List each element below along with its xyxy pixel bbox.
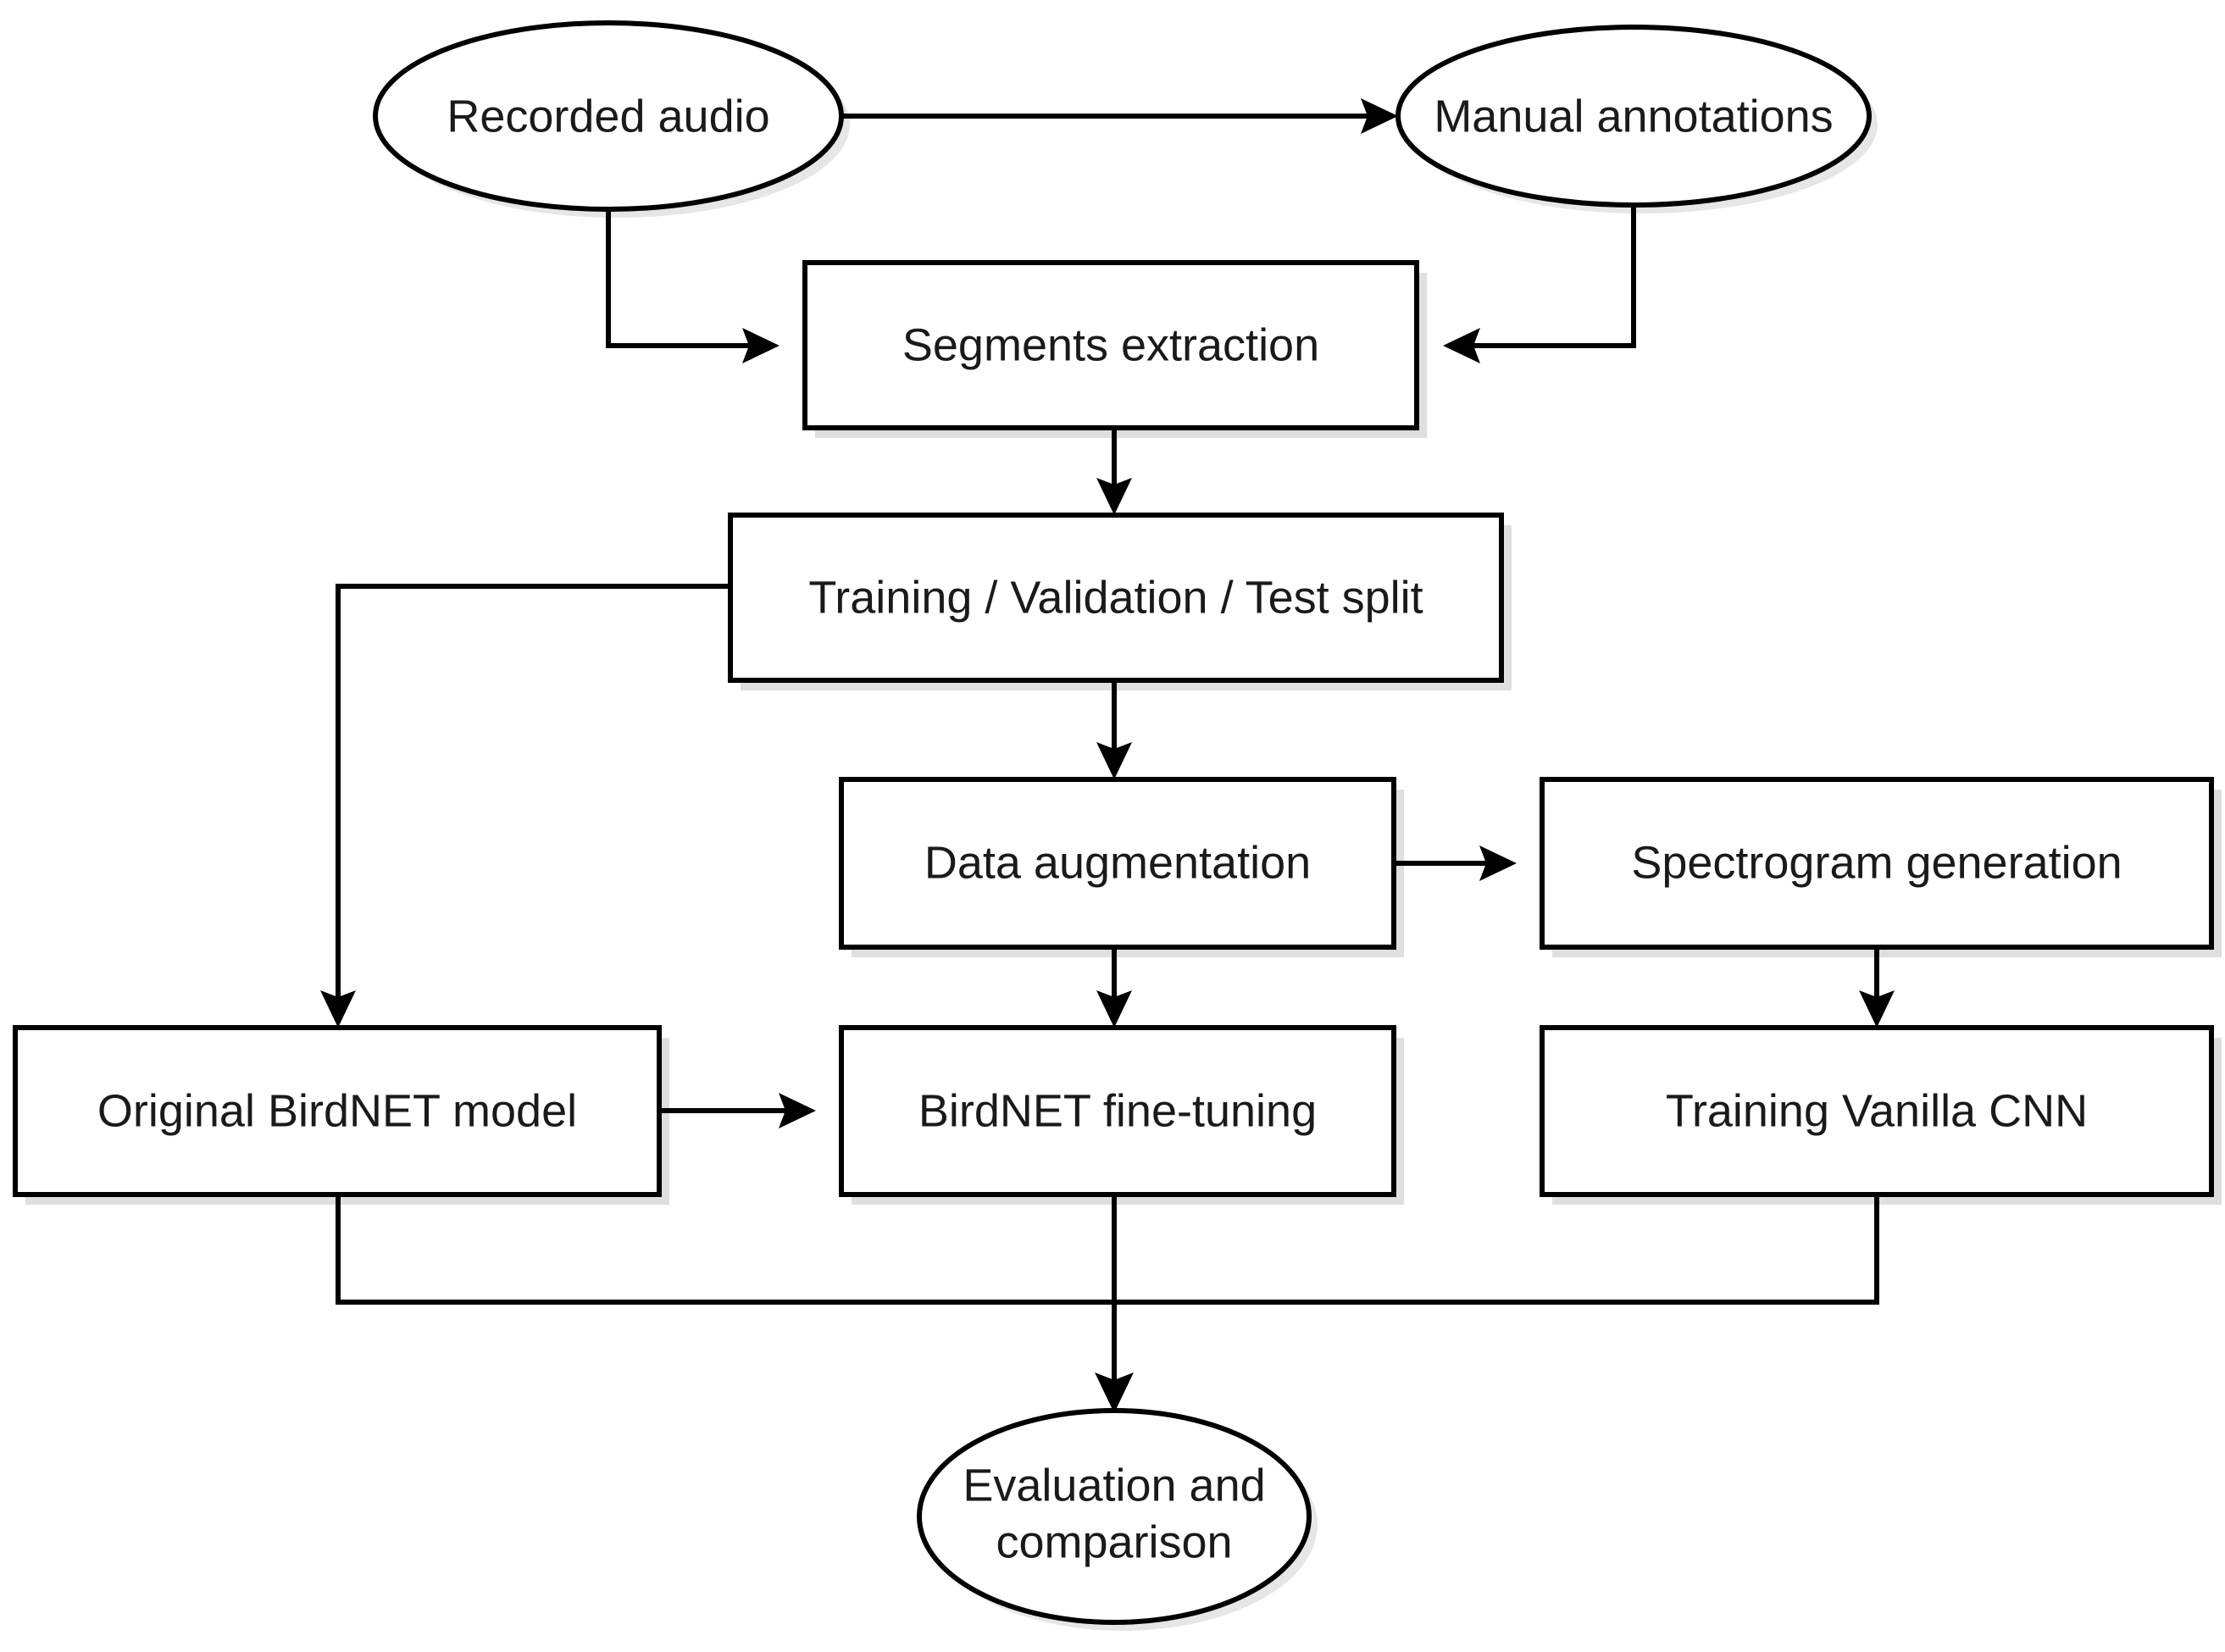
node-train-val-test-split[interactable]: Training / Validation / Test split	[728, 513, 1504, 683]
arrow-head-icon	[1479, 845, 1517, 881]
edge-original-birdnet-to-evaluation	[336, 1195, 1114, 1305]
edge-spectrogram-to-vanilla-cnn	[1859, 947, 1895, 1028]
data-augmentation-label: Data augmentation	[924, 837, 1311, 888]
node-training-vanilla-cnn[interactable]: Training Vanilla CNN	[1540, 1025, 2214, 1197]
node-layer: Recorded audio Manual annotations Segmen…	[13, 20, 2214, 1625]
edge-split-to-data-augmentation	[1096, 680, 1132, 779]
spectrogram-generation-box[interactable]	[1540, 777, 2214, 950]
original-birdnet-model-label: Original BirdNET model	[97, 1085, 577, 1136]
edge-vanilla-cnn-to-evaluation	[1114, 1195, 1879, 1305]
arrow-head-icon	[779, 1093, 816, 1128]
arrow-head-icon	[1096, 742, 1132, 779]
node-birdnet-fine-tuning[interactable]: BirdNET fine-tuning	[839, 1025, 1396, 1197]
training-vanilla-cnn-box[interactable]	[1540, 1025, 2214, 1197]
node-data-augmentation[interactable]: Data augmentation	[839, 777, 1396, 950]
arrow-head-icon	[1443, 328, 1480, 363]
edge-fine-tuning-to-evaluation	[1095, 1195, 1134, 1413]
data-augmentation-box[interactable]	[839, 777, 1396, 950]
train-val-test-split-label: Training / Validation / Test split	[808, 572, 1423, 623]
edge-original-birdnet-to-fine-tuning	[659, 1093, 816, 1128]
arrow-head-icon	[1859, 990, 1895, 1028]
manual-annotations-label: Manual annotations	[1434, 91, 1833, 141]
node-spectrogram-generation[interactable]: Spectrogram generation	[1540, 777, 2214, 950]
evaluation-comparison-label-line1: Evaluation and	[963, 1460, 1265, 1511]
evaluation-comparison-label-line2: comparison	[996, 1516, 1232, 1567]
node-original-birdnet-model[interactable]: Original BirdNET model	[13, 1025, 662, 1197]
manual-annotations-ellipse[interactable]	[1395, 25, 1872, 208]
node-manual-annotations[interactable]: Manual annotations	[1395, 25, 1872, 208]
arrow-head-icon	[1095, 1372, 1134, 1413]
segments-extraction-box[interactable]	[802, 260, 1419, 430]
arrow-head-icon	[1096, 478, 1132, 515]
node-segments-extraction[interactable]: Segments extraction	[802, 260, 1419, 430]
node-evaluation-comparison[interactable]: Evaluation and comparison	[917, 1408, 1312, 1625]
arrow-head-icon	[1096, 990, 1132, 1028]
edge-recorded-audio-to-segments	[606, 209, 780, 363]
arrow-head-icon	[320, 990, 356, 1028]
spectrogram-generation-label: Spectrogram generation	[1631, 837, 2122, 888]
birdnet-fine-tuning-box[interactable]	[839, 1025, 1396, 1197]
edge-manual-annotations-to-segments	[1443, 205, 1636, 363]
train-val-test-split-box[interactable]	[728, 513, 1504, 683]
edge-recorded-audio-to-manual-annotations	[841, 98, 1398, 134]
arrow-head-icon	[1361, 98, 1398, 134]
edge-split-to-original-birdnet	[320, 584, 730, 1028]
edge-data-augmentation-to-spectrogram	[1394, 845, 1517, 881]
edge-data-augmentation-to-fine-tuning	[1096, 947, 1132, 1028]
training-vanilla-cnn-label: Training Vanilla CNN	[1666, 1085, 2088, 1136]
original-birdnet-model-box[interactable]	[13, 1025, 662, 1197]
edge-layer	[320, 98, 1895, 1413]
arrow-head-icon	[742, 328, 780, 363]
edge-segments-to-split	[1096, 428, 1132, 515]
recorded-audio-label: Recorded audio	[447, 91, 769, 141]
segments-extraction-label: Segments extraction	[902, 319, 1319, 370]
birdnet-fine-tuning-label: BirdNET fine-tuning	[918, 1085, 1317, 1136]
node-recorded-audio[interactable]: Recorded audio	[373, 20, 844, 212]
recorded-audio-ellipse[interactable]	[373, 20, 844, 212]
evaluation-comparison-ellipse[interactable]	[917, 1408, 1312, 1625]
